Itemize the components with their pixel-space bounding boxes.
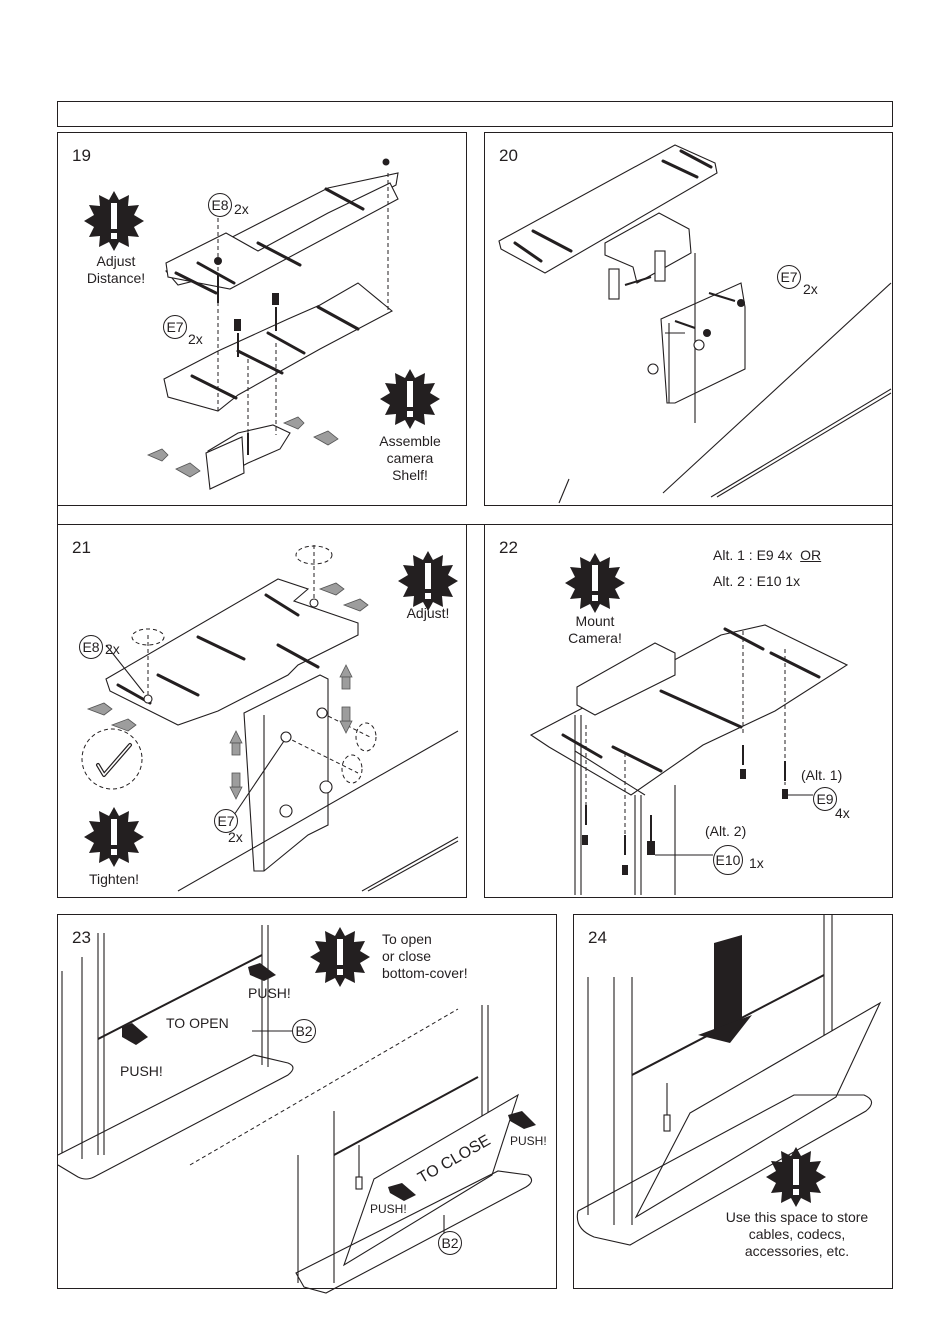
push-label: PUSH!	[370, 1202, 407, 1216]
part-qty: 2x	[105, 641, 120, 657]
step-23-panel: 23 PUSH! PUSH! PUSH! PUSH! TO OPEN TO CL…	[57, 914, 557, 1294]
part-callout: E7	[214, 809, 238, 833]
warning-text: Use this space to store cables, codecs, …	[725, 1209, 869, 1259]
alt-label: (Alt. 2)	[705, 823, 747, 839]
push-label: PUSH!	[510, 1134, 547, 1148]
part-qty: 2x	[803, 281, 818, 297]
step-21-illustration	[81, 545, 459, 892]
part-qty: 2x	[234, 201, 249, 217]
step-number: 21	[72, 538, 91, 557]
row-divider	[57, 506, 893, 525]
part-callout: E7	[777, 265, 801, 289]
step-19-panel: 19	[57, 132, 467, 506]
part-callout: E9	[813, 787, 837, 811]
part-callout: E7	[163, 315, 187, 339]
warning-text: Mount Camera!	[568, 613, 622, 646]
warning-text: Adjust!	[406, 605, 450, 621]
step-22-illustration	[529, 624, 849, 895]
step-19-illustration	[146, 158, 399, 490]
step-23-illustration	[57, 925, 536, 1294]
part-qty: 1x	[749, 855, 764, 871]
step-number: 23	[72, 928, 91, 947]
part-qty: 2x	[228, 829, 243, 845]
step-number: 24	[588, 928, 607, 947]
step-20-illustration	[498, 144, 892, 504]
warning-text: Adjust Distance!	[86, 253, 146, 286]
exclamation-burst-icon	[565, 553, 625, 613]
exclamation-burst-icon	[310, 927, 370, 987]
step-21-panel: 21	[57, 524, 467, 898]
exclamation-burst-icon	[380, 369, 440, 429]
part-callout: E8	[79, 635, 103, 659]
push-label: PUSH!	[120, 1063, 163, 1079]
step-20-panel: 20 E7 2x	[484, 132, 893, 506]
step-number: 20	[499, 146, 518, 165]
part-callout: E10	[713, 845, 743, 875]
step-number: 22	[499, 538, 518, 557]
exclamation-burst-icon	[84, 191, 144, 251]
header-bar	[57, 101, 893, 127]
push-label: PUSH!	[248, 985, 291, 1001]
exclamation-burst-icon	[398, 551, 458, 611]
exclamation-burst-icon	[766, 1147, 826, 1207]
part-callout: E8	[208, 193, 232, 217]
step-22-panel: 22 Alt. 1 : E9 4x OR Alt. 2 : E10 1x	[484, 524, 893, 898]
part-qty: 4x	[835, 805, 850, 821]
part-callout: B2	[292, 1019, 316, 1043]
step-24-panel: 24 Use this space to store cables, codec…	[573, 914, 893, 1289]
to-open-label: TO OPEN	[166, 1015, 229, 1031]
warning-text: Tighten!	[88, 871, 140, 887]
part-callout: B2	[438, 1231, 462, 1255]
part-qty: 2x	[188, 331, 203, 347]
warning-text: To open or close bottom-cover!	[382, 931, 468, 981]
warning-text: Assemble camera Shelf!	[379, 433, 441, 483]
step-number: 19	[72, 146, 91, 165]
alt-label: (Alt. 1)	[801, 767, 843, 783]
exclamation-burst-icon	[84, 807, 144, 867]
alt-2-line: Alt. 2 : E10 1x	[713, 573, 801, 589]
step-24-illustration	[576, 915, 882, 1246]
alt-1-line: Alt. 1 : E9 4x OR	[713, 547, 822, 563]
